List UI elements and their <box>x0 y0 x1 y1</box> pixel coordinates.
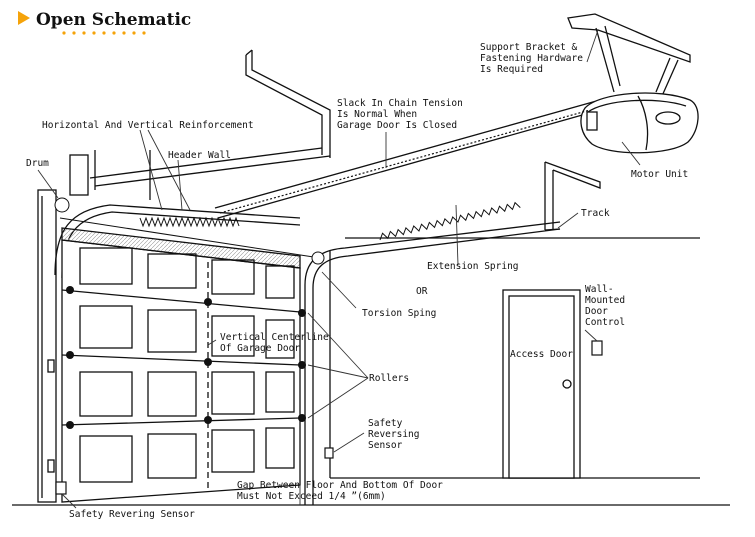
wall-door-control <box>591 340 603 356</box>
safety-sensor-right <box>324 447 334 459</box>
label-access-door: Access Door <box>510 349 573 360</box>
safety-sensor-left <box>55 481 67 495</box>
label-extension-spring: Extension Spring <box>427 261 519 272</box>
label-vertical-centerline: Of Garage Door <box>220 343 300 354</box>
label-gap-note: Gap Between Floor And Bottom Of Door <box>237 480 443 491</box>
leader-lines <box>37 29 641 509</box>
label-wall-control: Mounted <box>585 295 625 306</box>
label-header-wall: Header Wall <box>168 150 231 161</box>
header: Open Schematic <box>18 10 191 35</box>
label-support-bracket: Support Bracket & <box>480 42 578 53</box>
label-wall-control: Control <box>585 317 625 328</box>
label-rollers: Rollers <box>369 373 409 384</box>
label-safety-revering-sensor: Safety Revering Sensor <box>69 509 195 520</box>
label-drum: Drum <box>26 158 49 169</box>
motor-unit <box>580 92 699 154</box>
label-reinforcement: Horizontal And Vertical Reinforcement <box>42 120 254 131</box>
access-door <box>502 289 581 479</box>
label-safety-reversing-sensor: Reversing <box>368 429 419 440</box>
label-wall-control: Door <box>585 306 608 317</box>
label-support-bracket: Is Required <box>480 64 543 75</box>
label-gap-note: Must Not Exceed 1/4 ”(6mm) <box>237 491 386 502</box>
garage-structure <box>12 13 730 506</box>
callout-labels: Support Bracket & Fastening Hardware Is … <box>26 42 688 520</box>
label-safety-reversing-sensor: Safety <box>368 418 403 429</box>
label-safety-reversing-sensor: Sensor <box>368 440 403 451</box>
label-track: Track <box>581 208 610 219</box>
label-motor-unit: Motor Unit <box>631 169 688 180</box>
label-torsion-spring: Torsion Sping <box>362 308 436 319</box>
label-slack-chain: Is Normal When <box>337 109 417 120</box>
label-or: OR <box>416 286 428 297</box>
label-wall-control: Wall- <box>585 284 614 295</box>
door-rollers <box>66 286 306 429</box>
page-title: Open Schematic <box>36 10 191 30</box>
extension-spring <box>379 201 521 241</box>
opener-chain <box>219 109 591 214</box>
play-arrow-icon <box>18 11 30 25</box>
torsion-spring <box>54 197 325 265</box>
garage-door <box>61 227 301 503</box>
label-slack-chain: Garage Door Is Closed <box>337 120 457 131</box>
label-vertical-centerline: Vertical Centerline <box>220 332 329 343</box>
title-underline-dots <box>62 31 146 35</box>
label-support-bracket: Fastening Hardware <box>480 53 583 64</box>
label-slack-chain: Slack In Chain Tension <box>337 98 463 109</box>
